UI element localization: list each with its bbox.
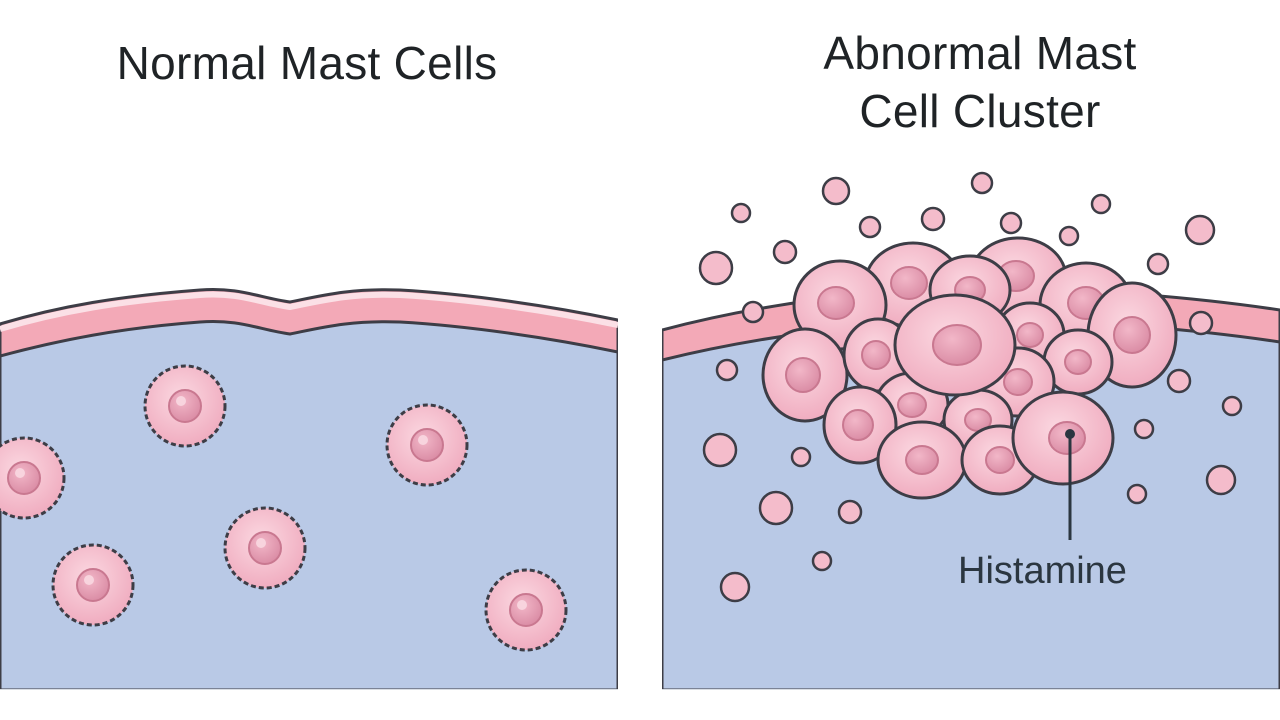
left-membrane [0,287,618,358]
right-title-line2: Cell Cluster [859,85,1101,137]
abnormal-cell-cluster [761,236,1178,500]
right-panel-title: Abnormal Mast Cell Cluster [700,24,1260,140]
cluster-cell [893,293,1017,397]
normal-cell [51,543,135,627]
left-panel [0,287,618,690]
left-panel-title: Normal Mast Cells [0,34,614,92]
cluster-cell [822,385,898,465]
normal-cell [0,436,66,520]
right-title-line1: Abnormal Mast [823,27,1137,79]
histamine-granules [698,171,1243,603]
histamine-pointer [1065,429,1075,540]
normal-cell [223,506,307,590]
cluster-cell [792,259,888,351]
cluster-cell [1011,390,1115,486]
cluster-cell [1042,328,1114,396]
normal-cell [385,403,469,487]
histamine-label: Histamine [958,550,1127,592]
cluster-cell [876,420,968,500]
cluster-cell [761,327,849,423]
right-panel [662,171,1280,690]
left-title-text: Normal Mast Cells [116,37,498,89]
panel-divider [618,0,662,720]
normal-cell [143,364,227,448]
normal-cell [484,568,568,652]
